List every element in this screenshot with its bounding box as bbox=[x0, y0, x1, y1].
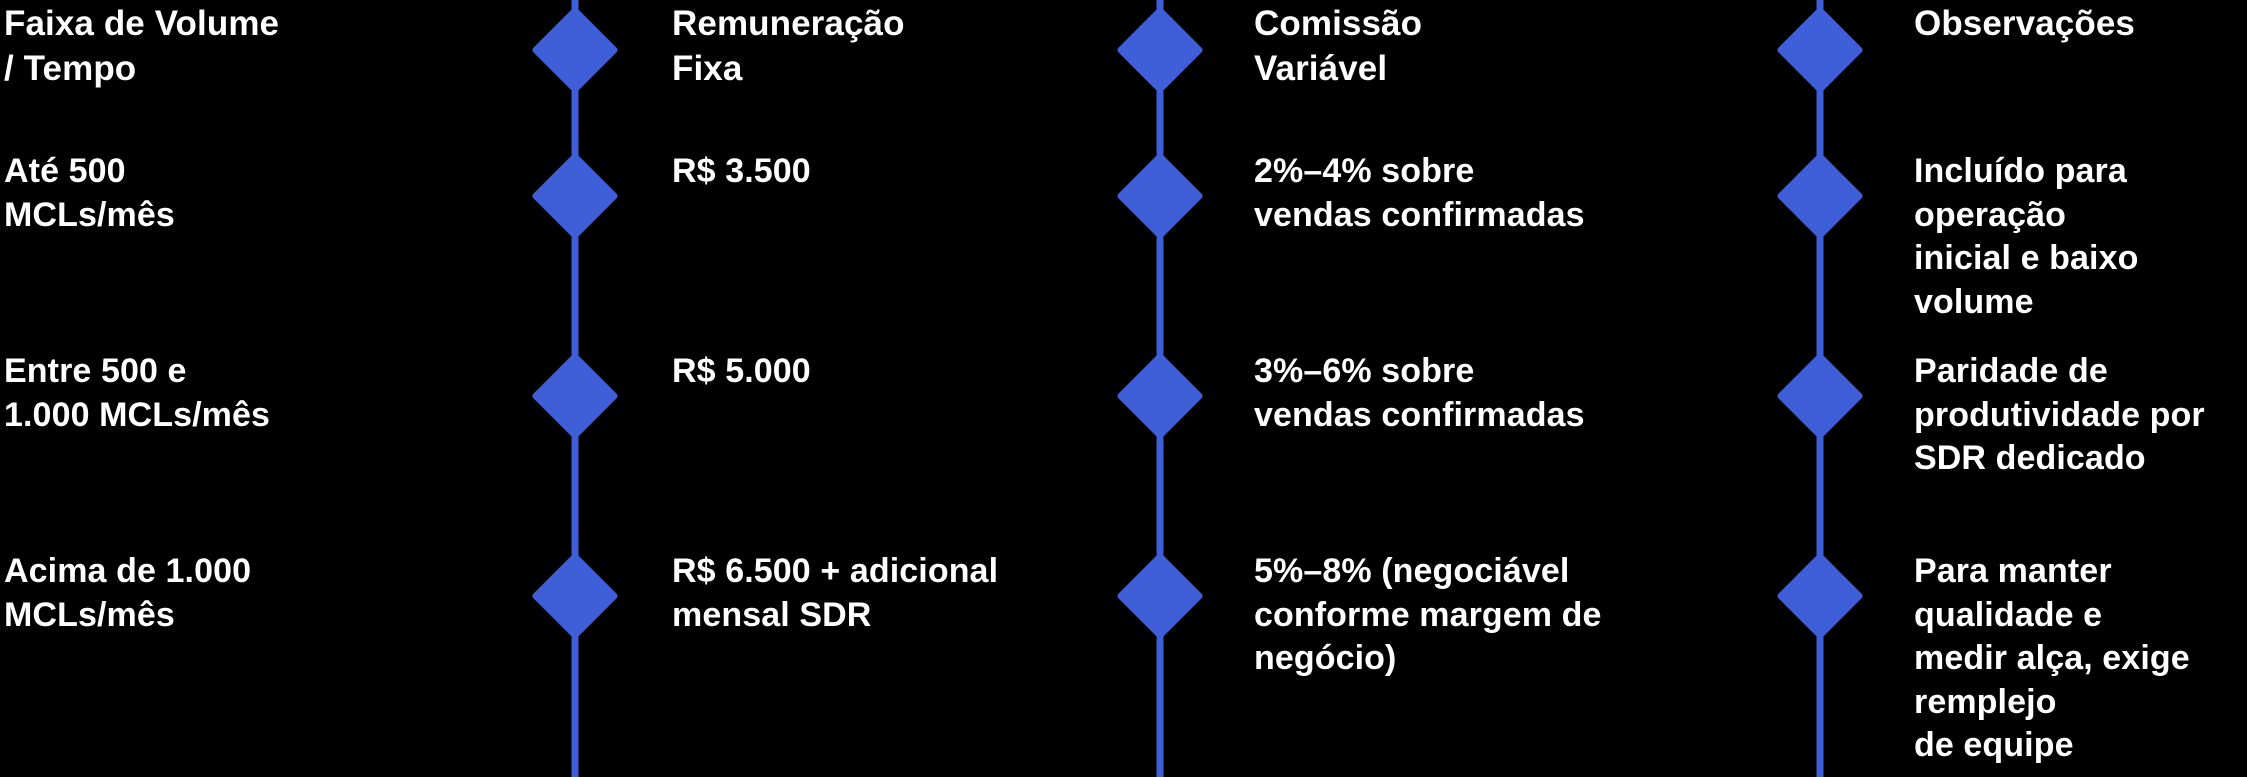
table-row-observations: Incluído para operação inicial e baixo v… bbox=[1914, 152, 2139, 321]
diamond-node-icon bbox=[531, 152, 619, 240]
diamond-node-icon bbox=[1116, 352, 1204, 440]
diamond-node-icon bbox=[531, 552, 619, 640]
table-row-fixed-pay: R$ 6.500 + adicional mensal SDR bbox=[672, 552, 999, 634]
table-row-variable-commission: 2%–4% sobre vendas confirmadas bbox=[1254, 152, 1585, 234]
connector-rail-row3-2 bbox=[1080, 540, 1240, 777]
connector-line bbox=[1156, 540, 1164, 777]
connector-line bbox=[1156, 140, 1164, 340]
table-row-variable-commission: 5%–8% (negociável conforme margem de neg… bbox=[1254, 552, 1602, 678]
diamond-node-icon bbox=[1116, 152, 1204, 240]
connector-line bbox=[571, 140, 579, 340]
connector-rail-row3-1 bbox=[490, 540, 660, 777]
diamond-node-icon bbox=[531, 352, 619, 440]
table-row-fixed-pay: R$ 3.500 bbox=[672, 152, 811, 190]
table-row-volume: Até 500 MCLs/mês bbox=[4, 152, 175, 234]
connector-rail-row2-1 bbox=[490, 340, 660, 540]
connector-rail-row2-2 bbox=[1080, 340, 1240, 540]
diamond-node-icon bbox=[1116, 552, 1204, 640]
column-header-fixed-pay: Remuneração Fixa bbox=[672, 4, 905, 88]
connector-line bbox=[1816, 340, 1824, 540]
column-header-volume: Faixa de Volume / Tempo bbox=[4, 4, 280, 88]
diamond-node-icon bbox=[1776, 152, 1864, 240]
diamond-node-icon bbox=[531, 6, 619, 94]
connector-rail-row2-3 bbox=[1740, 340, 1900, 540]
connector-line bbox=[571, 340, 579, 540]
table-row-observations: Paridade de produtividade por SDR dedica… bbox=[1914, 352, 2205, 478]
connector-rail-header-3 bbox=[1740, 0, 1900, 140]
connector-rail-header-2 bbox=[1080, 0, 1240, 140]
table-row-fixed-pay: R$ 5.000 bbox=[672, 352, 811, 390]
column-header-observations: Observações bbox=[1914, 4, 2135, 43]
table-row-volume: Entre 500 e 1.000 MCLs/mês bbox=[4, 352, 270, 434]
diamond-node-icon bbox=[1116, 6, 1204, 94]
column-header-variable-commission: Comissão Variável bbox=[1254, 4, 1423, 88]
connector-line bbox=[571, 540, 579, 777]
connector-rail-row1-3 bbox=[1740, 140, 1900, 340]
connector-line bbox=[1156, 340, 1164, 540]
connector-rail-row1-1 bbox=[490, 140, 660, 340]
table-row-volume: Acima de 1.000 MCLs/mês bbox=[4, 552, 252, 634]
connector-line bbox=[1816, 140, 1824, 340]
connector-rail-row3-3 bbox=[1740, 540, 1900, 777]
connector-rail-header-1 bbox=[490, 0, 660, 140]
table-row-observations: Para manter qualidade e medir alça, exig… bbox=[1914, 552, 2190, 765]
connector-line bbox=[1816, 540, 1824, 777]
diamond-node-icon bbox=[1776, 552, 1864, 640]
connector-rail-row1-2 bbox=[1080, 140, 1240, 340]
diamond-node-icon bbox=[1776, 6, 1864, 94]
diamond-node-icon bbox=[1776, 352, 1864, 440]
table-row-variable-commission: 3%–6% sobre vendas confirmadas bbox=[1254, 352, 1585, 434]
